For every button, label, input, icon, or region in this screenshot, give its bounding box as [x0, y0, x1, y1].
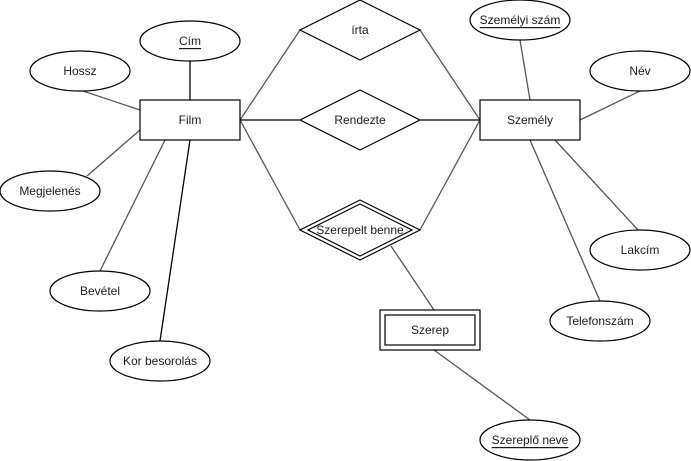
entity-film[interactable]: Film: [139, 99, 241, 141]
attribute-szemelyi-szam[interactable]: Személyi szám: [469, 0, 571, 41]
entity-szerep[interactable]: Szerep: [379, 309, 481, 351]
attribute-nev[interactable]: Név: [589, 50, 691, 92]
connectors: [79, 29, 641, 421]
link-szerep-szereplonev: [433, 349, 531, 421]
link-szerepelt-szerep: [390, 245, 435, 311]
attribute-lakcim[interactable]: Lakcím: [589, 229, 691, 271]
attribute-kor-besorolas[interactable]: Kor besorolás: [109, 340, 211, 382]
entity-label: Személy: [507, 113, 553, 127]
relationship-label: írta: [351, 23, 369, 37]
link-irta-szemely: [419, 29, 481, 121]
attribute-label: Szereplő neve: [492, 433, 569, 447]
link-film-szerepelt: [239, 119, 301, 231]
entity-label: Film: [179, 113, 202, 127]
relationship-irta[interactable]: írta: [298, 0, 422, 61]
relationship-label: Szerepelt benne: [316, 223, 404, 237]
link-szemely-telefon: [529, 139, 601, 302]
attribute-label: Cím: [179, 34, 201, 48]
attribute-label: Bevétel: [80, 284, 120, 298]
relationship-label: Rendezte: [334, 113, 386, 127]
relationship-rendezte[interactable]: Rendezte: [298, 89, 422, 151]
attribute-telefonszam[interactable]: Telefonszám: [549, 300, 651, 342]
attribute-label: Telefonszám: [566, 314, 633, 328]
attribute-label: Név: [629, 64, 650, 78]
attribute-hossz[interactable]: Hossz: [29, 50, 131, 92]
link-film-bevetel: [99, 139, 166, 272]
link-film-irta: [239, 29, 301, 121]
entity-szemely[interactable]: Személy: [479, 99, 581, 141]
attribute-label: Hossz: [63, 64, 96, 78]
attribute-label: Kor besorolás: [123, 354, 197, 368]
link-film-megjelenes: [86, 129, 141, 177]
link-szemely-szemelyiszam: [519, 39, 531, 101]
entity-label: Szerep: [411, 323, 449, 337]
attribute-label: Személyi szám: [480, 13, 561, 27]
attribute-cim[interactable]: Cím: [139, 20, 241, 62]
link-szerepelt-szemely: [419, 119, 481, 231]
attribute-szereplo-neve[interactable]: Szereplő neve: [479, 419, 581, 461]
link-szemely-lakcim: [554, 139, 639, 231]
link-szemely-nev: [579, 90, 641, 121]
attribute-bevetel[interactable]: Bevétel: [49, 270, 151, 312]
attribute-label: Megjelenés: [19, 184, 80, 198]
relationship-szerepelt-benne[interactable]: Szerepelt benne: [298, 199, 422, 261]
attribute-label: Lakcím: [621, 243, 660, 257]
attribute-megjelenes[interactable]: Megjelenés: [0, 170, 101, 212]
link-film-kor: [159, 139, 191, 342]
link-film-hossz: [79, 89, 141, 111]
